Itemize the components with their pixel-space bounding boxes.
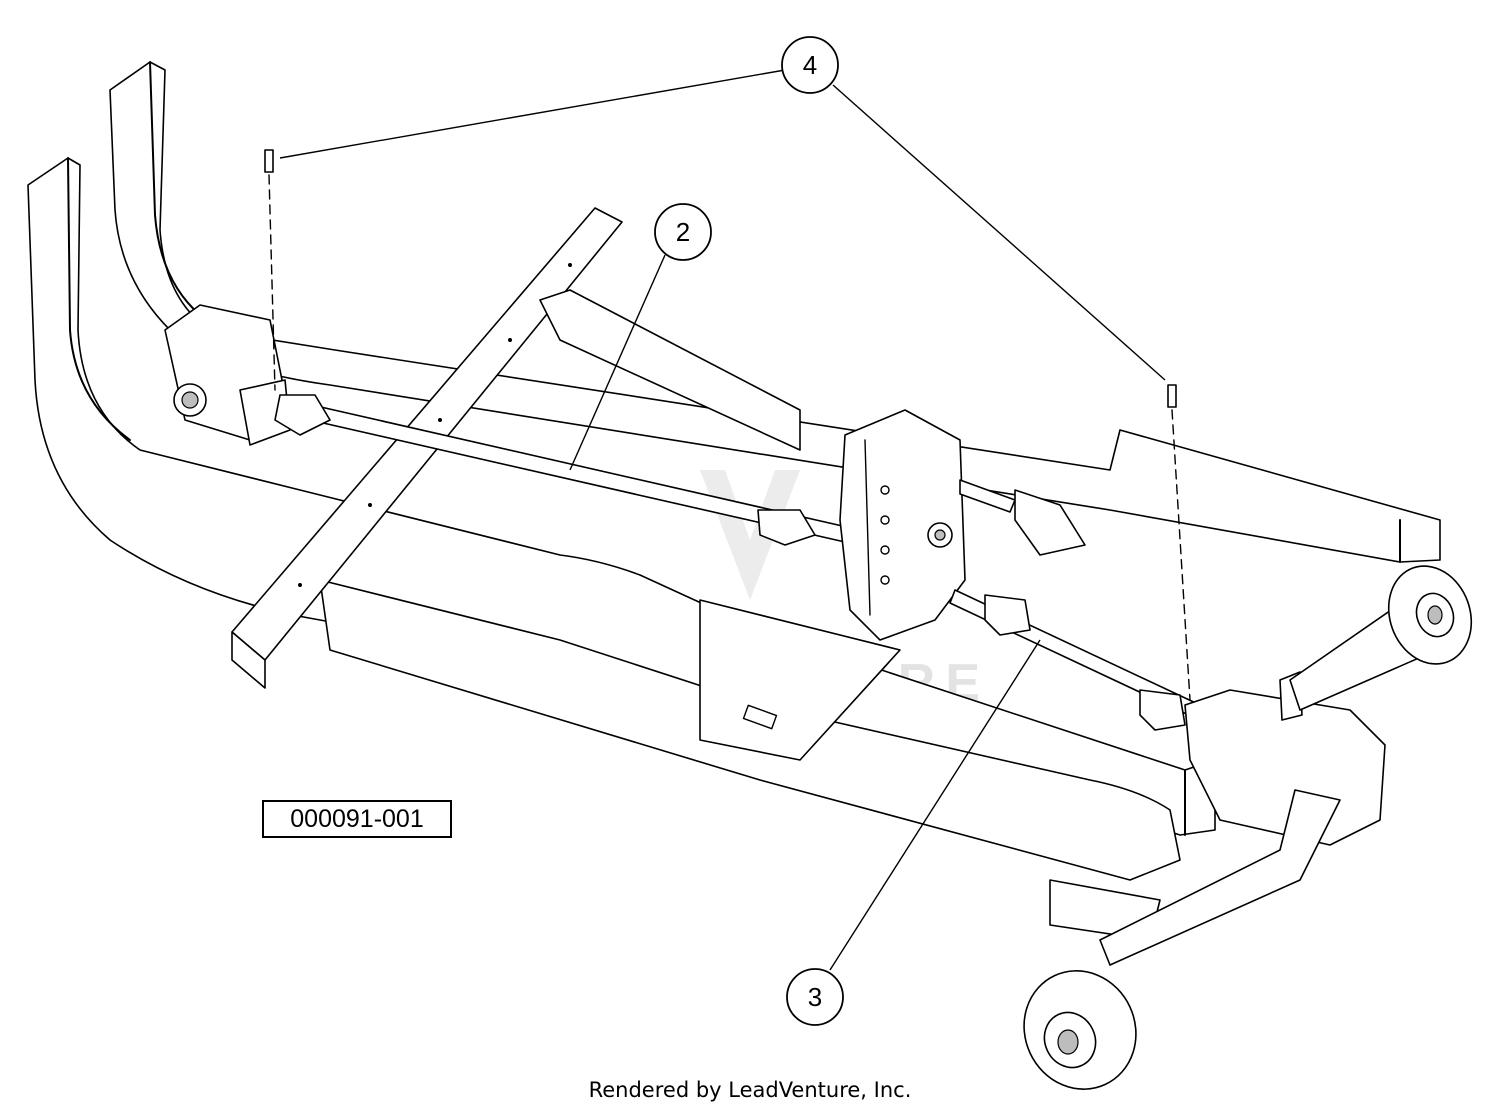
callout-2-label: 2 [676,217,690,247]
frame-rail-left-upper [109,61,1441,563]
callout-2: 2 [654,203,712,261]
callout-4-label: 4 [803,50,817,80]
wheel-hub-lower [1023,970,1137,1090]
footer-credit: Rendered by LeadVenture, Inc. [588,1078,912,1102]
callout-4: 4 [781,36,839,94]
frame-rail-left-lower [27,157,1216,836]
center-transaxle [839,409,1086,641]
drawing-code-label: 000091-001 [262,800,452,838]
stud-left [264,149,274,173]
floor-plate [539,289,901,761]
leader-lines [279,69,1166,971]
wheel-hub-upper [1387,565,1473,665]
gearbox-left [164,304,291,446]
stud-right [1167,384,1177,408]
drive-shaft-rear [949,589,1201,731]
callout-3: 3 [786,968,844,1026]
gearbox-right [1099,589,1461,966]
callout-3-label: 3 [808,982,822,1012]
